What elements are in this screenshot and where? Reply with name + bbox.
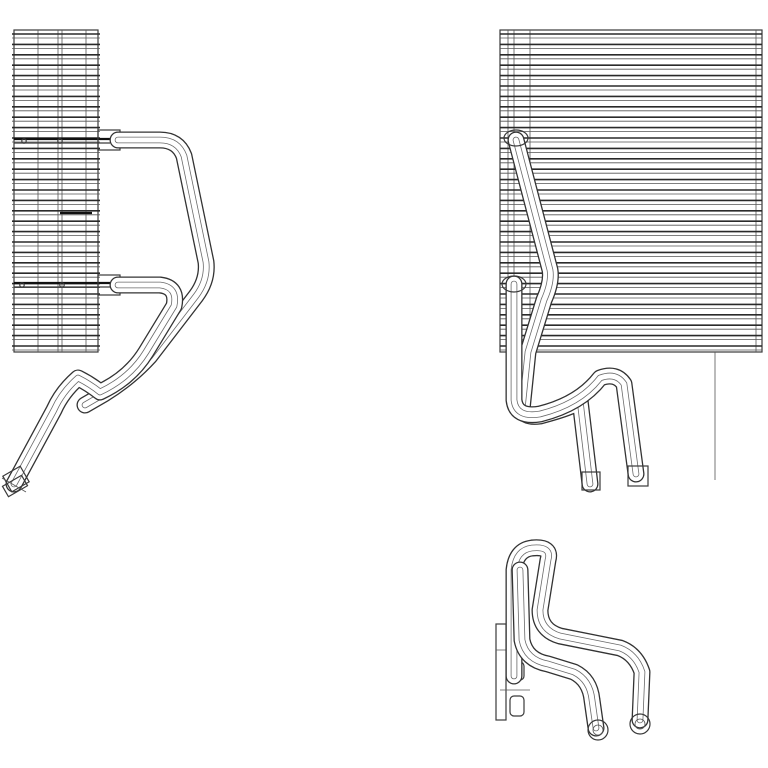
- left-manifold-upper: [14, 129, 121, 151]
- right-pipe-assembly: [501, 129, 649, 493]
- bottom-fitting-2: [629, 713, 651, 735]
- bottom-fitting-1: [587, 719, 609, 741]
- bottom-pipes: [505, 539, 651, 741]
- evaporator-top-view: [495, 539, 651, 741]
- evaporator-front-view: [1, 29, 215, 498]
- left-core-fins: [12, 33, 100, 351]
- right-fitting-1: [581, 471, 601, 491]
- left-pipe-fitting: [1, 465, 30, 498]
- right-fitting-2: [627, 465, 649, 487]
- evaporator-side-view: [499, 29, 763, 493]
- flange-slot-lower: [509, 695, 525, 717]
- left-manifold-lower: [14, 274, 121, 296]
- left-liquid-pipe: [5, 276, 184, 493]
